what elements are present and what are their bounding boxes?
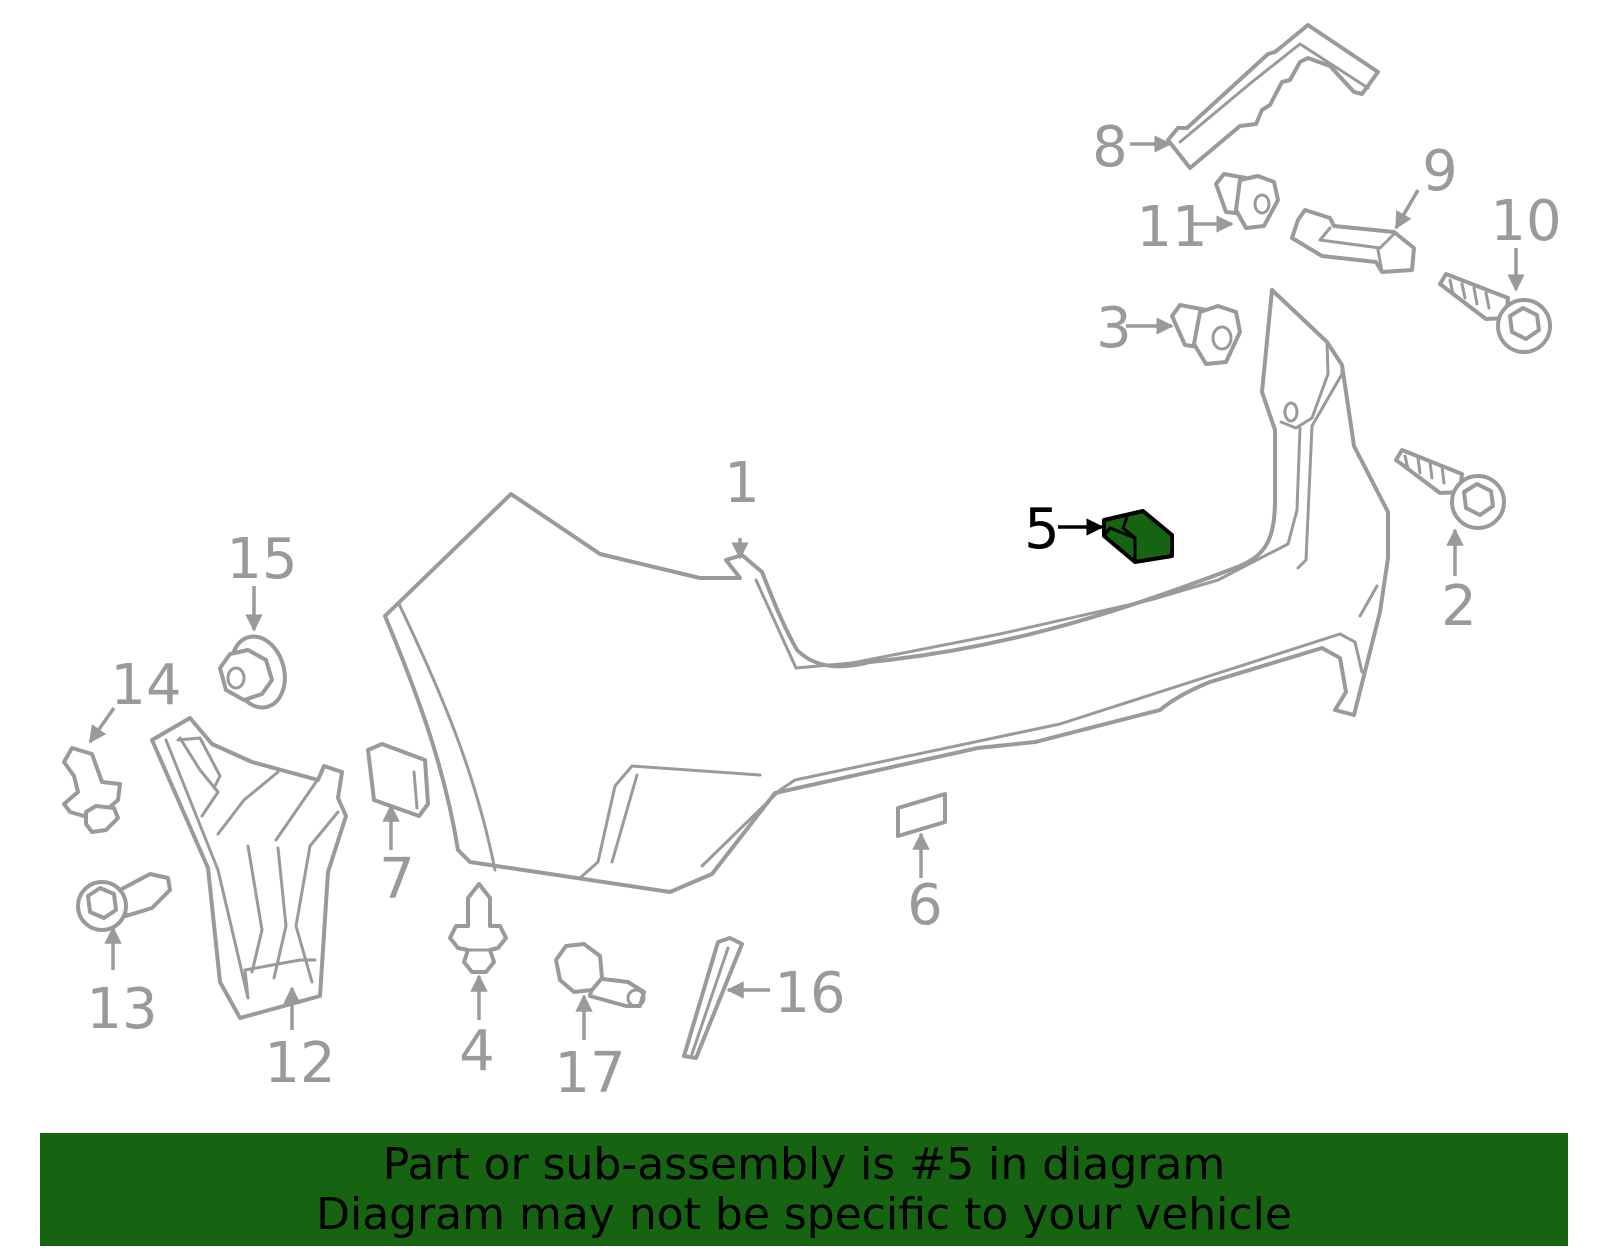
part-1-bumper-cover (383, 288, 1390, 894)
part-4-clip (448, 882, 508, 974)
part-17-bolt (554, 942, 646, 1008)
callout-15: 15 (226, 527, 297, 592)
part-13-bolt (76, 872, 172, 932)
callout-17: 17 (554, 1041, 625, 1106)
part-16-molding (682, 936, 744, 1060)
callout-14: 14 (110, 653, 181, 718)
part-5-spacer-highlighted (1102, 509, 1174, 564)
part-11-nut (1214, 172, 1280, 230)
part-10-bolt (1438, 272, 1552, 354)
callout-9: 9 (1422, 139, 1458, 204)
callout-5: 5 (1024, 497, 1060, 562)
part-14-clip (62, 746, 122, 834)
part-12-side-bracket (150, 716, 348, 1020)
callout-13: 13 (86, 977, 157, 1042)
callout-3: 3 (1096, 296, 1132, 361)
callout-1: 1 (724, 451, 760, 516)
part-8-retainer (1166, 23, 1380, 170)
callout-4: 4 (459, 1019, 495, 1084)
callout-10: 10 (1490, 189, 1561, 254)
callout-7: 7 (379, 847, 415, 912)
part-7-pad (366, 742, 430, 818)
callout-16: 16 (774, 961, 845, 1026)
part-6-pad (896, 792, 947, 838)
part-9-bracket (1290, 208, 1416, 274)
callout-12: 12 (264, 1031, 335, 1096)
callout-11: 11 (1136, 195, 1207, 260)
callout-8: 8 (1092, 115, 1128, 180)
part-2-bolt (1394, 448, 1506, 530)
info-banner: Part or sub-assembly is #5 in diagram Di… (40, 1133, 1568, 1246)
callout-6: 6 (907, 873, 943, 938)
banner-line-part: Part or sub-assembly is #5 in diagram (382, 1138, 1226, 1190)
part-3-nut (1170, 303, 1242, 366)
part-15-flange-nut (218, 634, 287, 710)
callout-2: 2 (1441, 574, 1477, 639)
banner-line-disclaimer: Diagram may not be specific to your vehi… (316, 1188, 1292, 1240)
